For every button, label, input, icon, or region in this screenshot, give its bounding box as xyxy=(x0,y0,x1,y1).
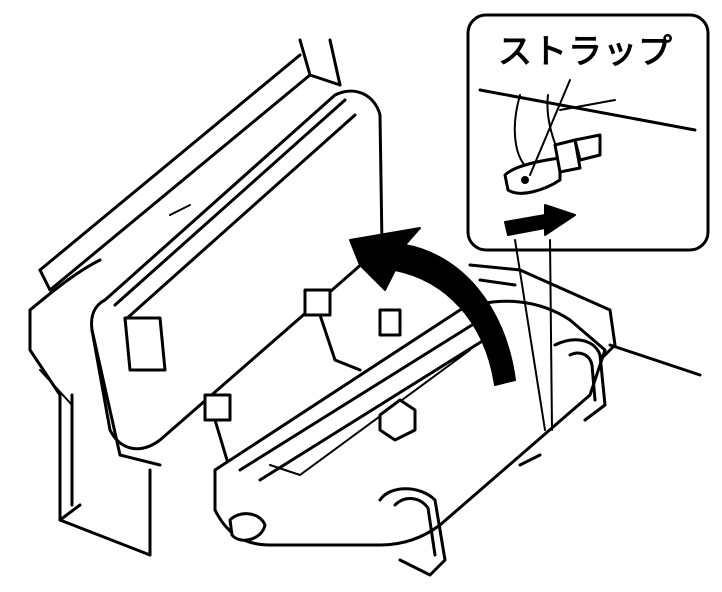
strap-label: ストラップ xyxy=(498,32,673,72)
printer-body xyxy=(28,258,152,557)
rotate-arrow-icon xyxy=(349,227,516,386)
callout-leader xyxy=(514,239,553,431)
callout-box xyxy=(466,13,710,252)
roller-unit xyxy=(38,38,384,467)
cartridge-tray xyxy=(203,263,702,482)
cartridge-handle xyxy=(378,338,607,577)
